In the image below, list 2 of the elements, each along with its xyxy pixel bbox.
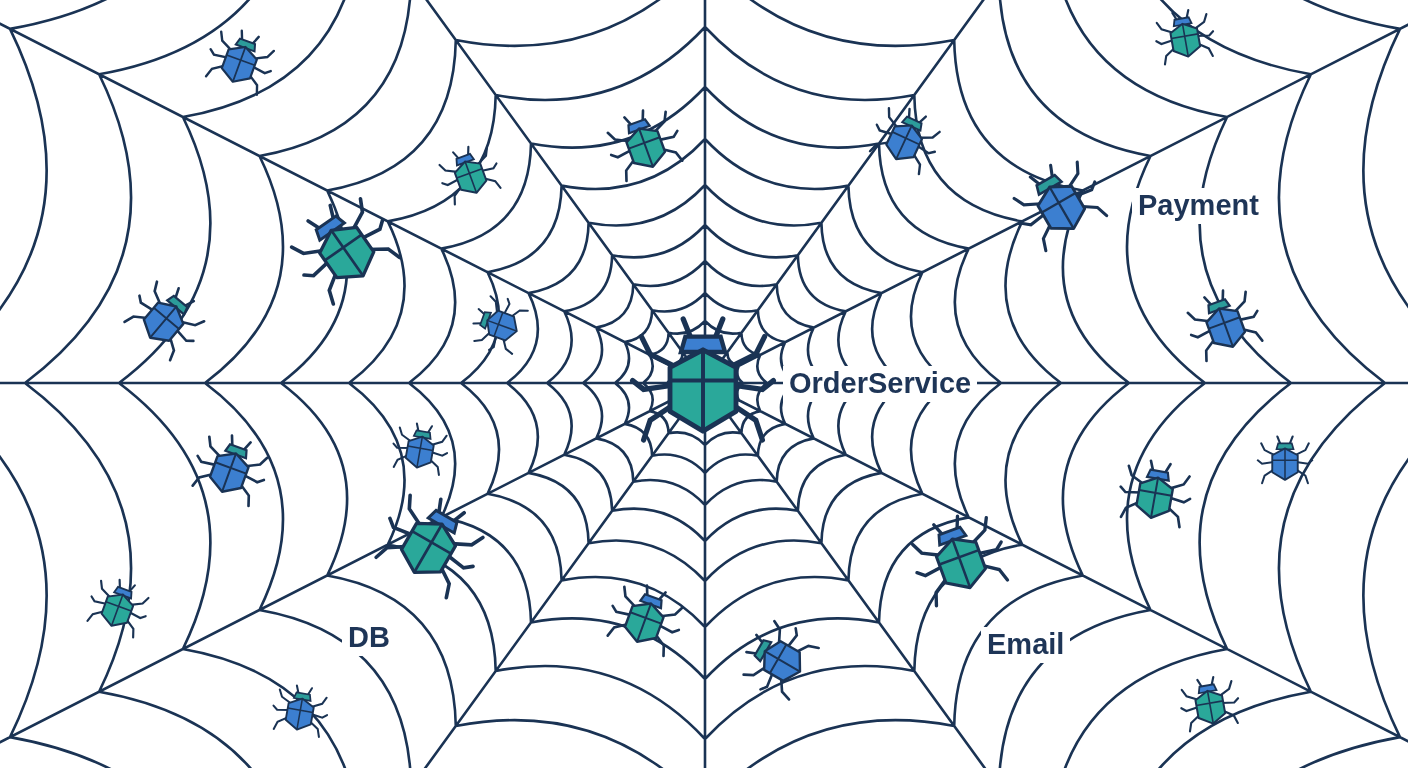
web-label: Email: [981, 627, 1071, 663]
web-label: OrderService: [783, 366, 978, 402]
